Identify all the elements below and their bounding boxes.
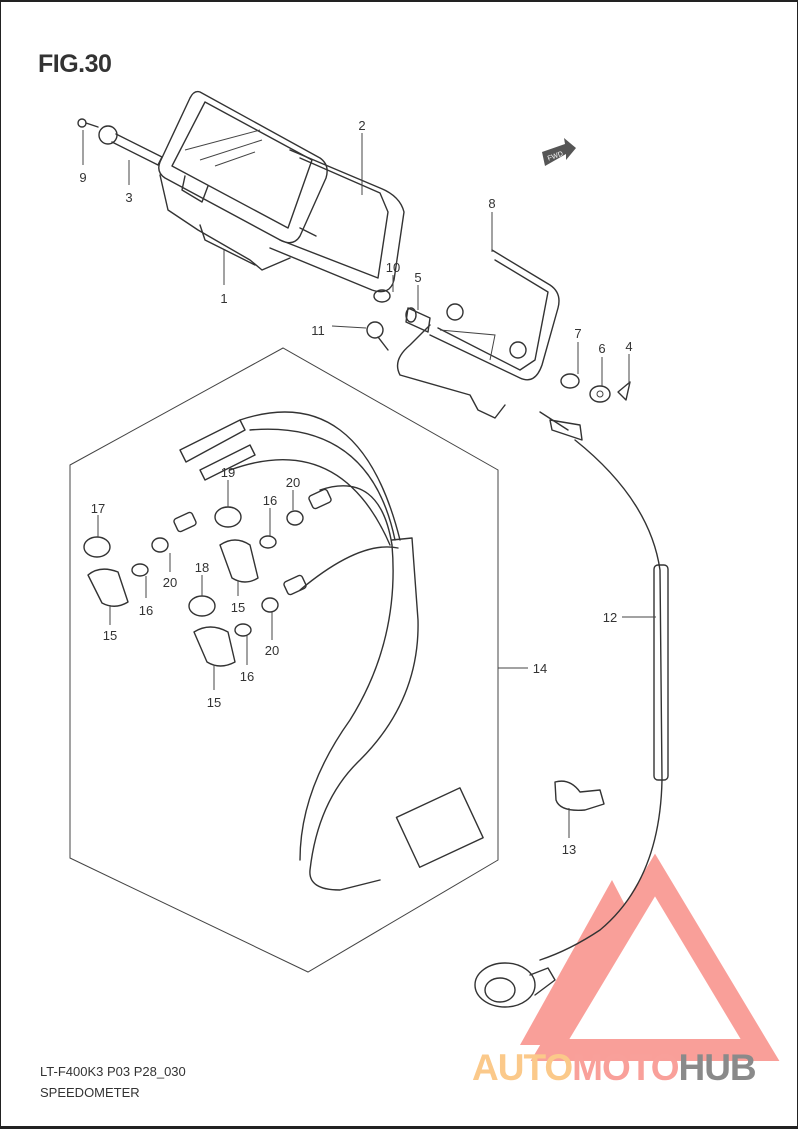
wiring-harness-part-14	[151, 411, 484, 891]
bracket-part-8	[396, 249, 560, 419]
speedometer-cable-part-12	[474, 411, 669, 1008]
clamp-part-13	[554, 780, 605, 811]
callout-10: 10	[386, 260, 400, 275]
callout-6: 6	[598, 341, 605, 356]
model-code: LT-F400K3 P03 P28_030	[40, 1064, 186, 1079]
gear-part-3-9	[77, 118, 163, 166]
watermark-triangle	[520, 853, 780, 1061]
callout-19: 19	[221, 465, 235, 480]
callout-3: 3	[125, 190, 132, 205]
callout-17: 17	[91, 501, 105, 516]
fwd-arrow-icon: FWD	[542, 138, 576, 166]
figure-title: FIG.30	[38, 50, 112, 78]
callout-20: 20	[163, 575, 177, 590]
callout-9: 9	[79, 170, 86, 185]
callout-14: 14	[533, 661, 547, 676]
leader-lines	[82, 130, 656, 838]
callout-labels: 9 3 2 1 8 10 5 11 7 6 4 17 19 16 20 20 1…	[79, 118, 632, 857]
callout-5: 5	[414, 270, 421, 285]
speedometer-case-part-2	[269, 149, 405, 293]
callout-4: 4	[625, 339, 632, 354]
callout-15: 15	[231, 600, 245, 615]
callout-15: 15	[207, 695, 221, 710]
callout-1: 1	[220, 291, 227, 306]
callout-13: 13	[562, 842, 576, 857]
callout-12: 12	[603, 610, 617, 625]
callout-20: 20	[265, 643, 279, 658]
callout-8: 8	[488, 196, 495, 211]
callout-16: 16	[263, 493, 277, 508]
callout-18: 18	[195, 560, 209, 575]
callout-20: 20	[286, 475, 300, 490]
callout-16: 16	[139, 603, 153, 618]
wiring-harness-group-outline	[69, 347, 499, 973]
watermark-logo: AUTOMOTOHUB	[472, 1047, 757, 1088]
callout-7: 7	[574, 326, 581, 341]
callout-2: 2	[358, 118, 365, 133]
bulb-socket-parts	[366, 289, 631, 403]
callout-15: 15	[103, 628, 117, 643]
callout-16: 16	[240, 669, 254, 684]
speedometer-meter-part-1	[158, 90, 328, 271]
section-title: SPEEDOMETER	[40, 1085, 140, 1100]
callout-11: 11	[311, 323, 325, 338]
